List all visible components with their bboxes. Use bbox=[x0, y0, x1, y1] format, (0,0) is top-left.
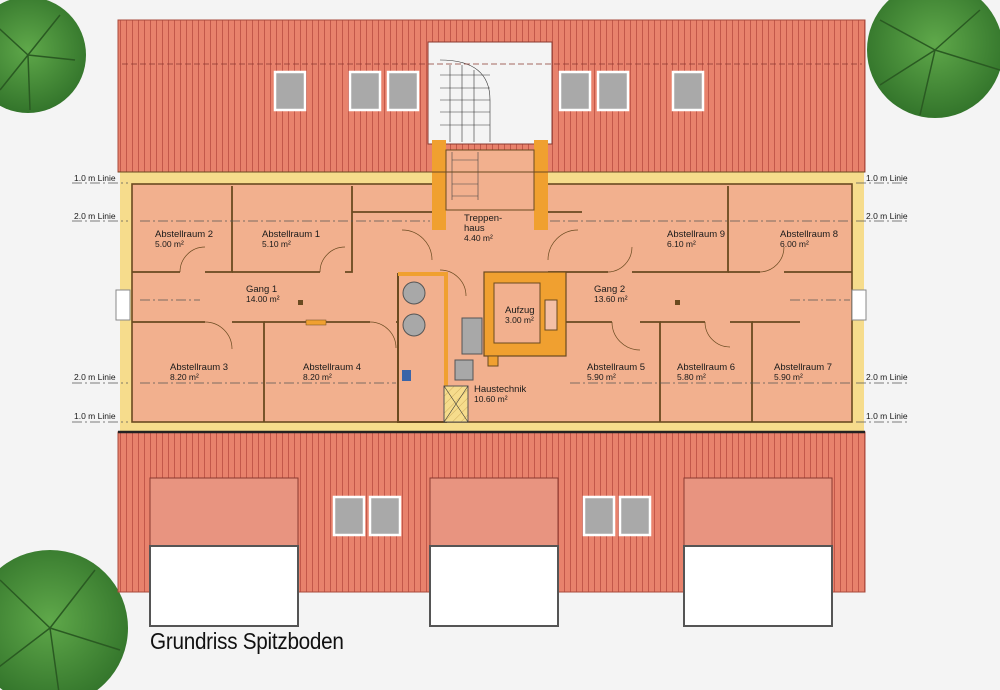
room-abstellraum-1-area: 5.10 m² bbox=[262, 239, 291, 249]
line-label-2-0-left-bottom: 2.0 m Linie bbox=[74, 372, 116, 382]
room-abstellraum-9-area: 6.10 m² bbox=[667, 239, 696, 249]
room-treppenhaus-2: haus bbox=[464, 223, 485, 234]
room-treppenhaus-1: Treppen- bbox=[464, 213, 502, 224]
room-aufzug: Aufzug bbox=[505, 305, 535, 316]
room-abstellraum-6-area: 5.80 m² bbox=[677, 372, 706, 382]
room-aufzug-area: 3.00 m² bbox=[505, 315, 534, 325]
line-label-1-0-right-bottom: 1.0 m Linie bbox=[866, 411, 908, 421]
room-abstellraum-7: Abstellraum 7 bbox=[774, 362, 832, 373]
room-abstellraum-4: Abstellraum 4 bbox=[303, 362, 361, 373]
room-abstellraum-1: Abstellraum 1 bbox=[262, 229, 320, 240]
room-gang-2: Gang 2 bbox=[594, 284, 625, 295]
room-abstellraum-2: Abstellraum 2 bbox=[155, 229, 213, 240]
line-label-1-0-left-top: 1.0 m Linie bbox=[74, 173, 116, 183]
room-abstellraum-4-area: 8.20 m² bbox=[303, 372, 332, 382]
tree-top-right bbox=[867, 0, 1000, 118]
room-abstellraum-9: Abstellraum 9 bbox=[667, 229, 725, 240]
tree-top-left bbox=[0, 0, 86, 113]
room-abstellraum-3: Abstellraum 3 bbox=[170, 362, 228, 373]
floor-area bbox=[72, 140, 908, 434]
roof-top bbox=[117, 19, 866, 173]
room-abstellraum-5-area: 5.90 m² bbox=[587, 372, 616, 382]
roof-bottom bbox=[117, 431, 866, 627]
room-gang-1: Gang 1 bbox=[246, 284, 277, 295]
room-abstellraum-6: Abstellraum 6 bbox=[677, 362, 735, 373]
room-treppenhaus-area: 4.40 m² bbox=[464, 233, 493, 243]
room-abstellraum-2-area: 5.00 m² bbox=[155, 239, 184, 249]
room-abstellraum-8-area: 6.00 m² bbox=[780, 239, 809, 249]
room-haustechnik-area: 10.60 m² bbox=[474, 394, 508, 404]
plan-title: Grundriss Spitzboden bbox=[150, 628, 344, 654]
line-label-2-0-left-top: 2.0 m Linie bbox=[74, 211, 116, 221]
line-label-2-0-right-top: 2.0 m Linie bbox=[866, 211, 908, 221]
line-label-1-0-right-top: 1.0 m Linie bbox=[866, 173, 908, 183]
room-abstellraum-7-area: 5.90 m² bbox=[774, 372, 803, 382]
line-label-2-0-right-bottom: 2.0 m Linie bbox=[866, 372, 908, 382]
room-gang-2-area: 13.60 m² bbox=[594, 294, 628, 304]
room-abstellraum-3-area: 8.20 m² bbox=[170, 372, 199, 382]
room-gang-1-area: 14.00 m² bbox=[246, 294, 280, 304]
line-label-1-0-left-bottom: 1.0 m Linie bbox=[74, 411, 116, 421]
room-abstellraum-5: Abstellraum 5 bbox=[587, 362, 645, 373]
tree-bottom-left bbox=[0, 550, 128, 690]
room-abstellraum-8: Abstellraum 8 bbox=[780, 229, 838, 240]
room-haustechnik: Haustechnik bbox=[474, 384, 527, 395]
